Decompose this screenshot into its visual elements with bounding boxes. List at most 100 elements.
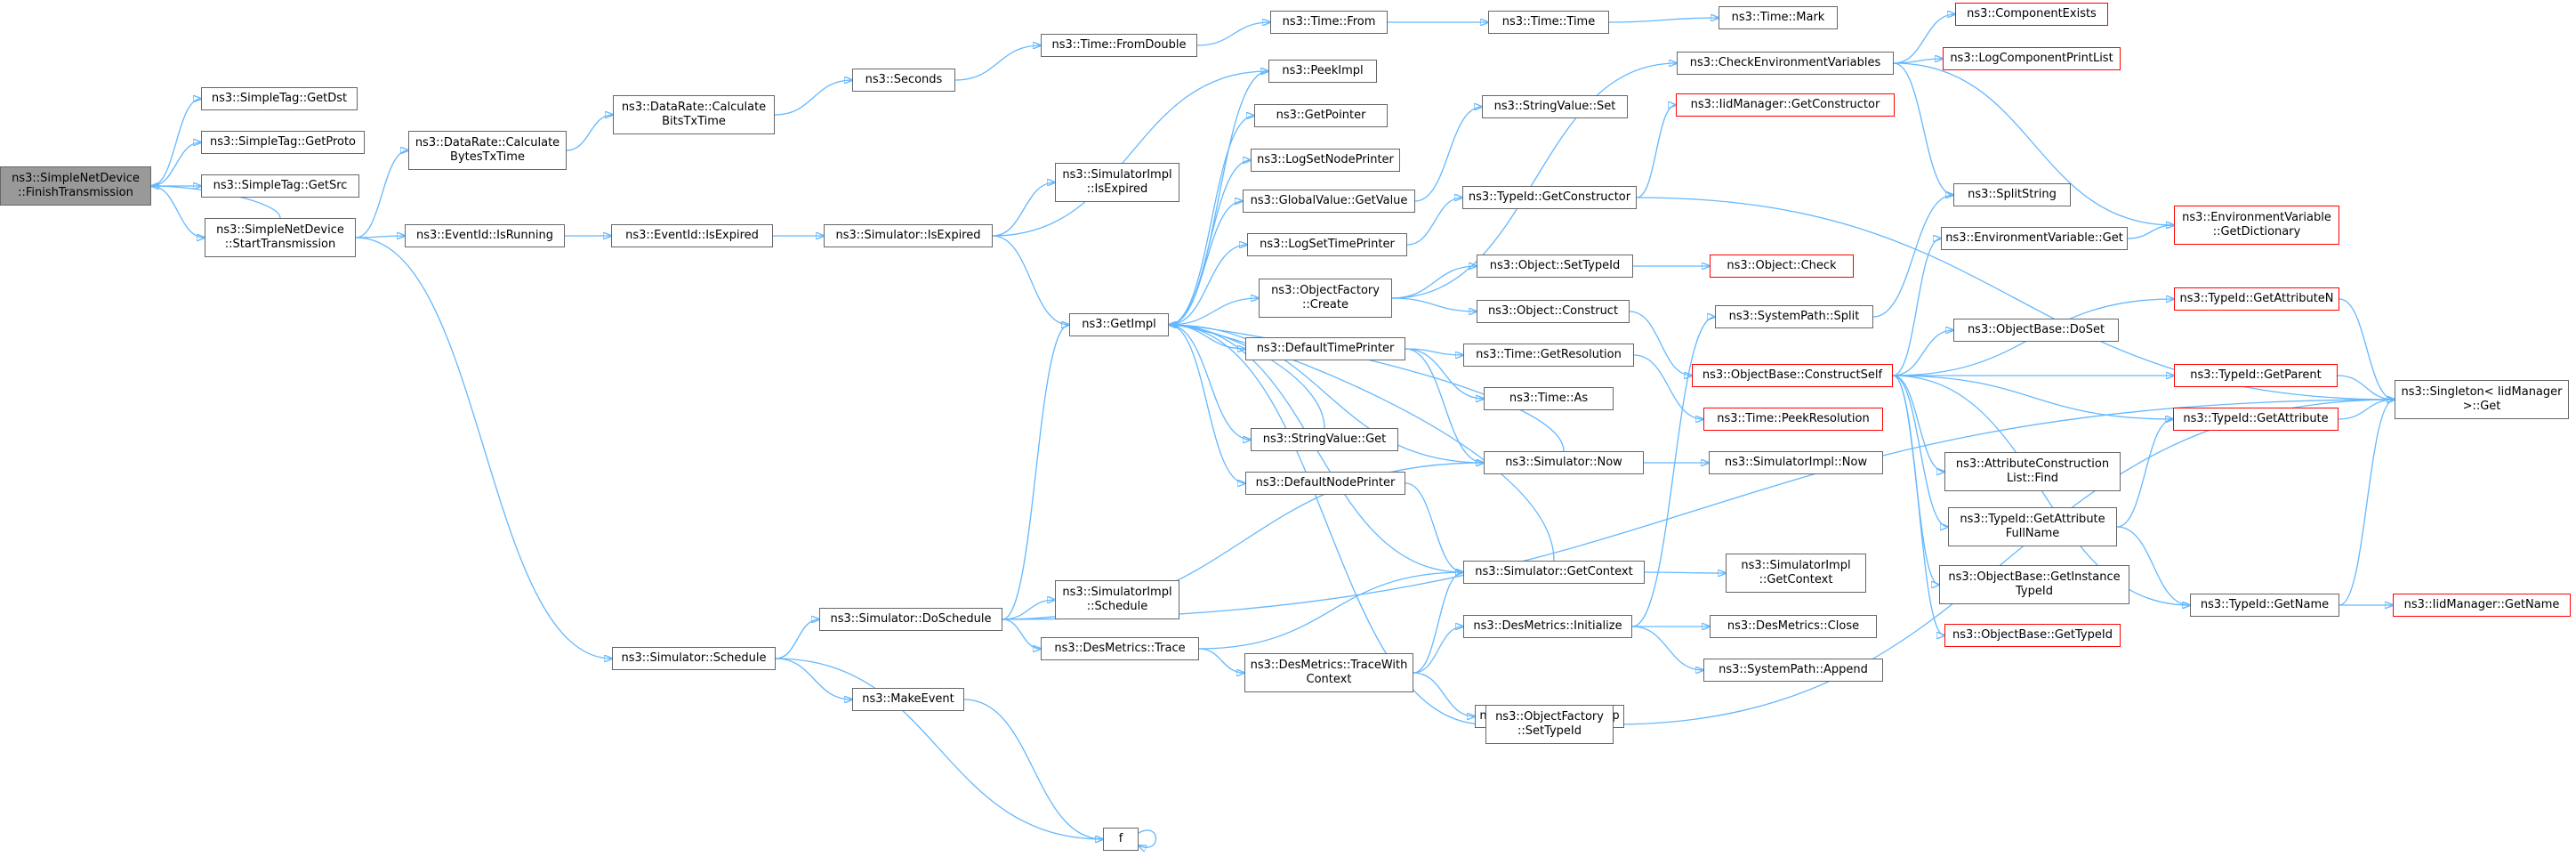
node-make-event[interactable]: ns3::MakeEvent <box>852 688 964 711</box>
node-sys-path-split[interactable]: ns3::SystemPath::Split <box>1715 305 1873 328</box>
node-time-get-res[interactable]: ns3::Time::GetResolution <box>1463 344 1634 367</box>
edge-simSchedule-to-f <box>775 658 1103 839</box>
node-label-line: ns3::PeekImpl <box>1282 64 1364 77</box>
node-time-time[interactable]: ns3::Time::Time <box>1488 11 1609 34</box>
node-log-set-node[interactable]: ns3::LogSetNodePrinter <box>1251 149 1400 172</box>
node-time-as[interactable]: ns3::Time::As <box>1484 387 1614 410</box>
node-tid-get-attr-n[interactable]: ns3::TypeId::GetAttributeN <box>2174 287 2339 311</box>
node-des-init[interactable]: ns3::DesMetrics::Initialize <box>1463 615 1632 638</box>
node-des-close[interactable]: ns3::DesMetrics::Close <box>1710 615 1877 638</box>
node-comp-exists[interactable]: ns3::ComponentExists <box>1955 3 2108 26</box>
node-label-line: ns3::GlobalValue::GetValue <box>1250 194 1408 207</box>
node-of-create[interactable]: ns3::ObjectFactory::Create <box>1259 279 1392 318</box>
node-sim-get-context[interactable]: ns3::Simulator::GetContext <box>1463 561 1645 584</box>
node-env-get-dict[interactable]: ns3::EnvironmentVariable::GetDictionary <box>2174 206 2339 245</box>
node-tag-get-proto[interactable]: ns3::SimpleTag::GetProto <box>201 131 365 154</box>
node-iid-get-name[interactable]: ns3::IidManager::GetName <box>2393 594 2571 617</box>
node-obj-base-get-tid[interactable]: ns3::ObjectBase::GetTypeId <box>1944 624 2121 647</box>
node-label-line: BitsTxTime <box>662 115 726 128</box>
node-tid-get-attr[interactable]: ns3::TypeId::GetAttribute <box>2173 408 2339 431</box>
node-tag-get-src[interactable]: ns3::SimpleTag::GetSrc <box>201 174 359 198</box>
node-tid-get-name[interactable]: ns3::TypeId::GetName <box>2190 594 2339 617</box>
node-tid-get-ctor[interactable]: ns3::TypeId::GetConstructor <box>1462 186 1637 209</box>
node-eid-is-expired[interactable]: ns3::EventId::IsExpired <box>611 224 773 247</box>
node-label-line: ns3::SimpleNetDevice <box>216 223 344 237</box>
edge-desTraceCtx-to-simGetContext <box>1413 572 1463 674</box>
node-sv-set[interactable]: ns3::StringValue::Set <box>1482 95 1628 118</box>
node-sim-schedule[interactable]: ns3::Simulator::Schedule <box>612 647 776 670</box>
node-log-set-time[interactable]: ns3::LogSetTimePrinter <box>1247 233 1407 256</box>
edge-timeGetRes-to-timePeekRes <box>1633 354 1703 419</box>
node-obj-check[interactable]: ns3::Object::Check <box>1710 255 1854 278</box>
node-log-comp-print[interactable]: ns3::LogComponentPrintList <box>1943 47 2121 70</box>
node-label-line: ns3::EventId::IsRunning <box>415 229 553 242</box>
node-label-line: ns3::Time::GetResolution <box>1476 348 1622 361</box>
node-label-line: ns3::TypeId::GetAttribute <box>2183 412 2329 425</box>
node-sv-get[interactable]: ns3::StringValue::Get <box>1251 428 1398 451</box>
edge-root-to-tagGetProto <box>150 142 201 187</box>
edge-makeEvent-to-f <box>963 699 1103 839</box>
node-label-line: BytesTxTime <box>450 150 525 164</box>
node-f[interactable]: f <box>1103 828 1139 851</box>
node-env-get[interactable]: ns3::EnvironmentVariable::Get <box>1941 227 2128 250</box>
node-sim-impl-schedule[interactable]: ns3::SimulatorImpl::Schedule <box>1055 580 1179 619</box>
edge-checkEnv-to-envGetDict <box>1893 62 2174 225</box>
node-sim-do-schedule[interactable]: ns3::Simulator::DoSchedule <box>819 608 1002 631</box>
node-label-line: ns3::Simulator::IsExpired <box>835 229 981 242</box>
node-seconds[interactable]: ns3::Seconds <box>852 69 955 92</box>
node-peek-impl[interactable]: ns3::PeekImpl <box>1268 60 1377 83</box>
node-construct-self[interactable]: ns3::ObjectBase::ConstructSelf <box>1692 364 1893 387</box>
node-obj-set-type-id[interactable]: ns3::Object::SetTypeId <box>1477 255 1633 278</box>
node-gv-get-value[interactable]: ns3::GlobalValue::GetValue <box>1243 190 1415 213</box>
node-label-line: ns3::SimpleTag::GetSrc <box>213 179 348 192</box>
node-time-mark[interactable]: ns3::Time::Mark <box>1719 6 1838 29</box>
node-label-line: ns3::LogComponentPrintList <box>1950 52 2113 65</box>
node-def-node-printer[interactable]: ns3::DefaultNodePrinter <box>1245 472 1405 495</box>
node-sim-now[interactable]: ns3::Simulator::Now <box>1484 451 1644 474</box>
node-sys-path-append[interactable]: ns3::SystemPath::Append <box>1703 659 1883 682</box>
node-from-double[interactable]: ns3::Time::FromDouble <box>1041 34 1197 57</box>
node-des-trace[interactable]: ns3::DesMetrics::Trace <box>1041 637 1199 660</box>
edge-startTx-to-simSchedule <box>355 237 612 659</box>
node-label-line: ns3::TypeId::GetAttribute <box>1960 513 2105 526</box>
node-def-time-printer[interactable]: ns3::DefaultTimePrinter <box>1245 337 1405 360</box>
edge-tidGetAttrN-to-singletonGet <box>2339 298 2395 400</box>
node-singleton-get[interactable]: ns3::Singleton< IidManager>::Get <box>2395 380 2569 419</box>
edge-simDoSchedule-to-simImplSchedule <box>1002 600 1055 620</box>
edge-tidGetAttrFull-to-tidGetAttr <box>2116 419 2173 528</box>
node-check-env[interactable]: ns3::CheckEnvironmentVariables <box>1677 52 1894 75</box>
node-start-tx[interactable]: ns3::SimpleNetDevice::StartTransmission <box>205 218 356 257</box>
node-time-peek-res[interactable]: ns3::Time::PeekResolution <box>1703 408 1883 431</box>
node-label-line: ns3::DataRate::Calculate <box>415 136 560 150</box>
node-sim-impl-now[interactable]: ns3::SimulatorImpl::Now <box>1709 451 1883 474</box>
node-time-from[interactable]: ns3::Time::From <box>1270 11 1388 34</box>
node-get-impl[interactable]: ns3::GetImpl <box>1069 313 1169 336</box>
node-tid-get-parent[interactable]: ns3::TypeId::GetParent <box>2174 364 2338 387</box>
node-obj-construct[interactable]: ns3::Object::Construct <box>1477 300 1630 323</box>
edge-getImpl-to-ofCreate <box>1168 298 1259 326</box>
node-sim-impl-is-expired[interactable]: ns3::SimulatorImpl::IsExpired <box>1055 163 1179 202</box>
node-split-string[interactable]: ns3::SplitString <box>1953 183 2071 206</box>
node-get-pointer[interactable]: ns3::GetPointer <box>1254 104 1388 127</box>
node-sim-is-expired[interactable]: ns3::Simulator::IsExpired <box>824 224 993 247</box>
edge-simIsExpired-to-getImpl <box>992 235 1069 325</box>
edge-tidGetAttr-to-singletonGet <box>2338 400 2395 420</box>
node-obj-base-do-set[interactable]: ns3::ObjectBase::DoSet <box>1953 319 2119 342</box>
node-sim-impl-get-context[interactable]: ns3::SimulatorImpl::GetContext <box>1726 554 1866 593</box>
node-label-line: ns3::Time::Mark <box>1731 11 1825 24</box>
node-iid-get-ctor[interactable]: ns3::IidManager::GetConstructor <box>1676 93 1895 117</box>
node-label-line: ::IsExpired <box>1086 182 1148 196</box>
node-of-set-type-id[interactable]: ns3::ObjectFactory::SetTypeId <box>1485 705 1614 744</box>
node-tag-get-dst[interactable]: ns3::SimpleTag::GetDst <box>201 87 358 110</box>
edge-constructSelf-to-objBaseDoSet <box>1892 330 1953 376</box>
node-eid-is-running[interactable]: ns3::EventId::IsRunning <box>405 224 565 247</box>
node-label-line: ns3::Time::FromDouble <box>1051 38 1187 52</box>
